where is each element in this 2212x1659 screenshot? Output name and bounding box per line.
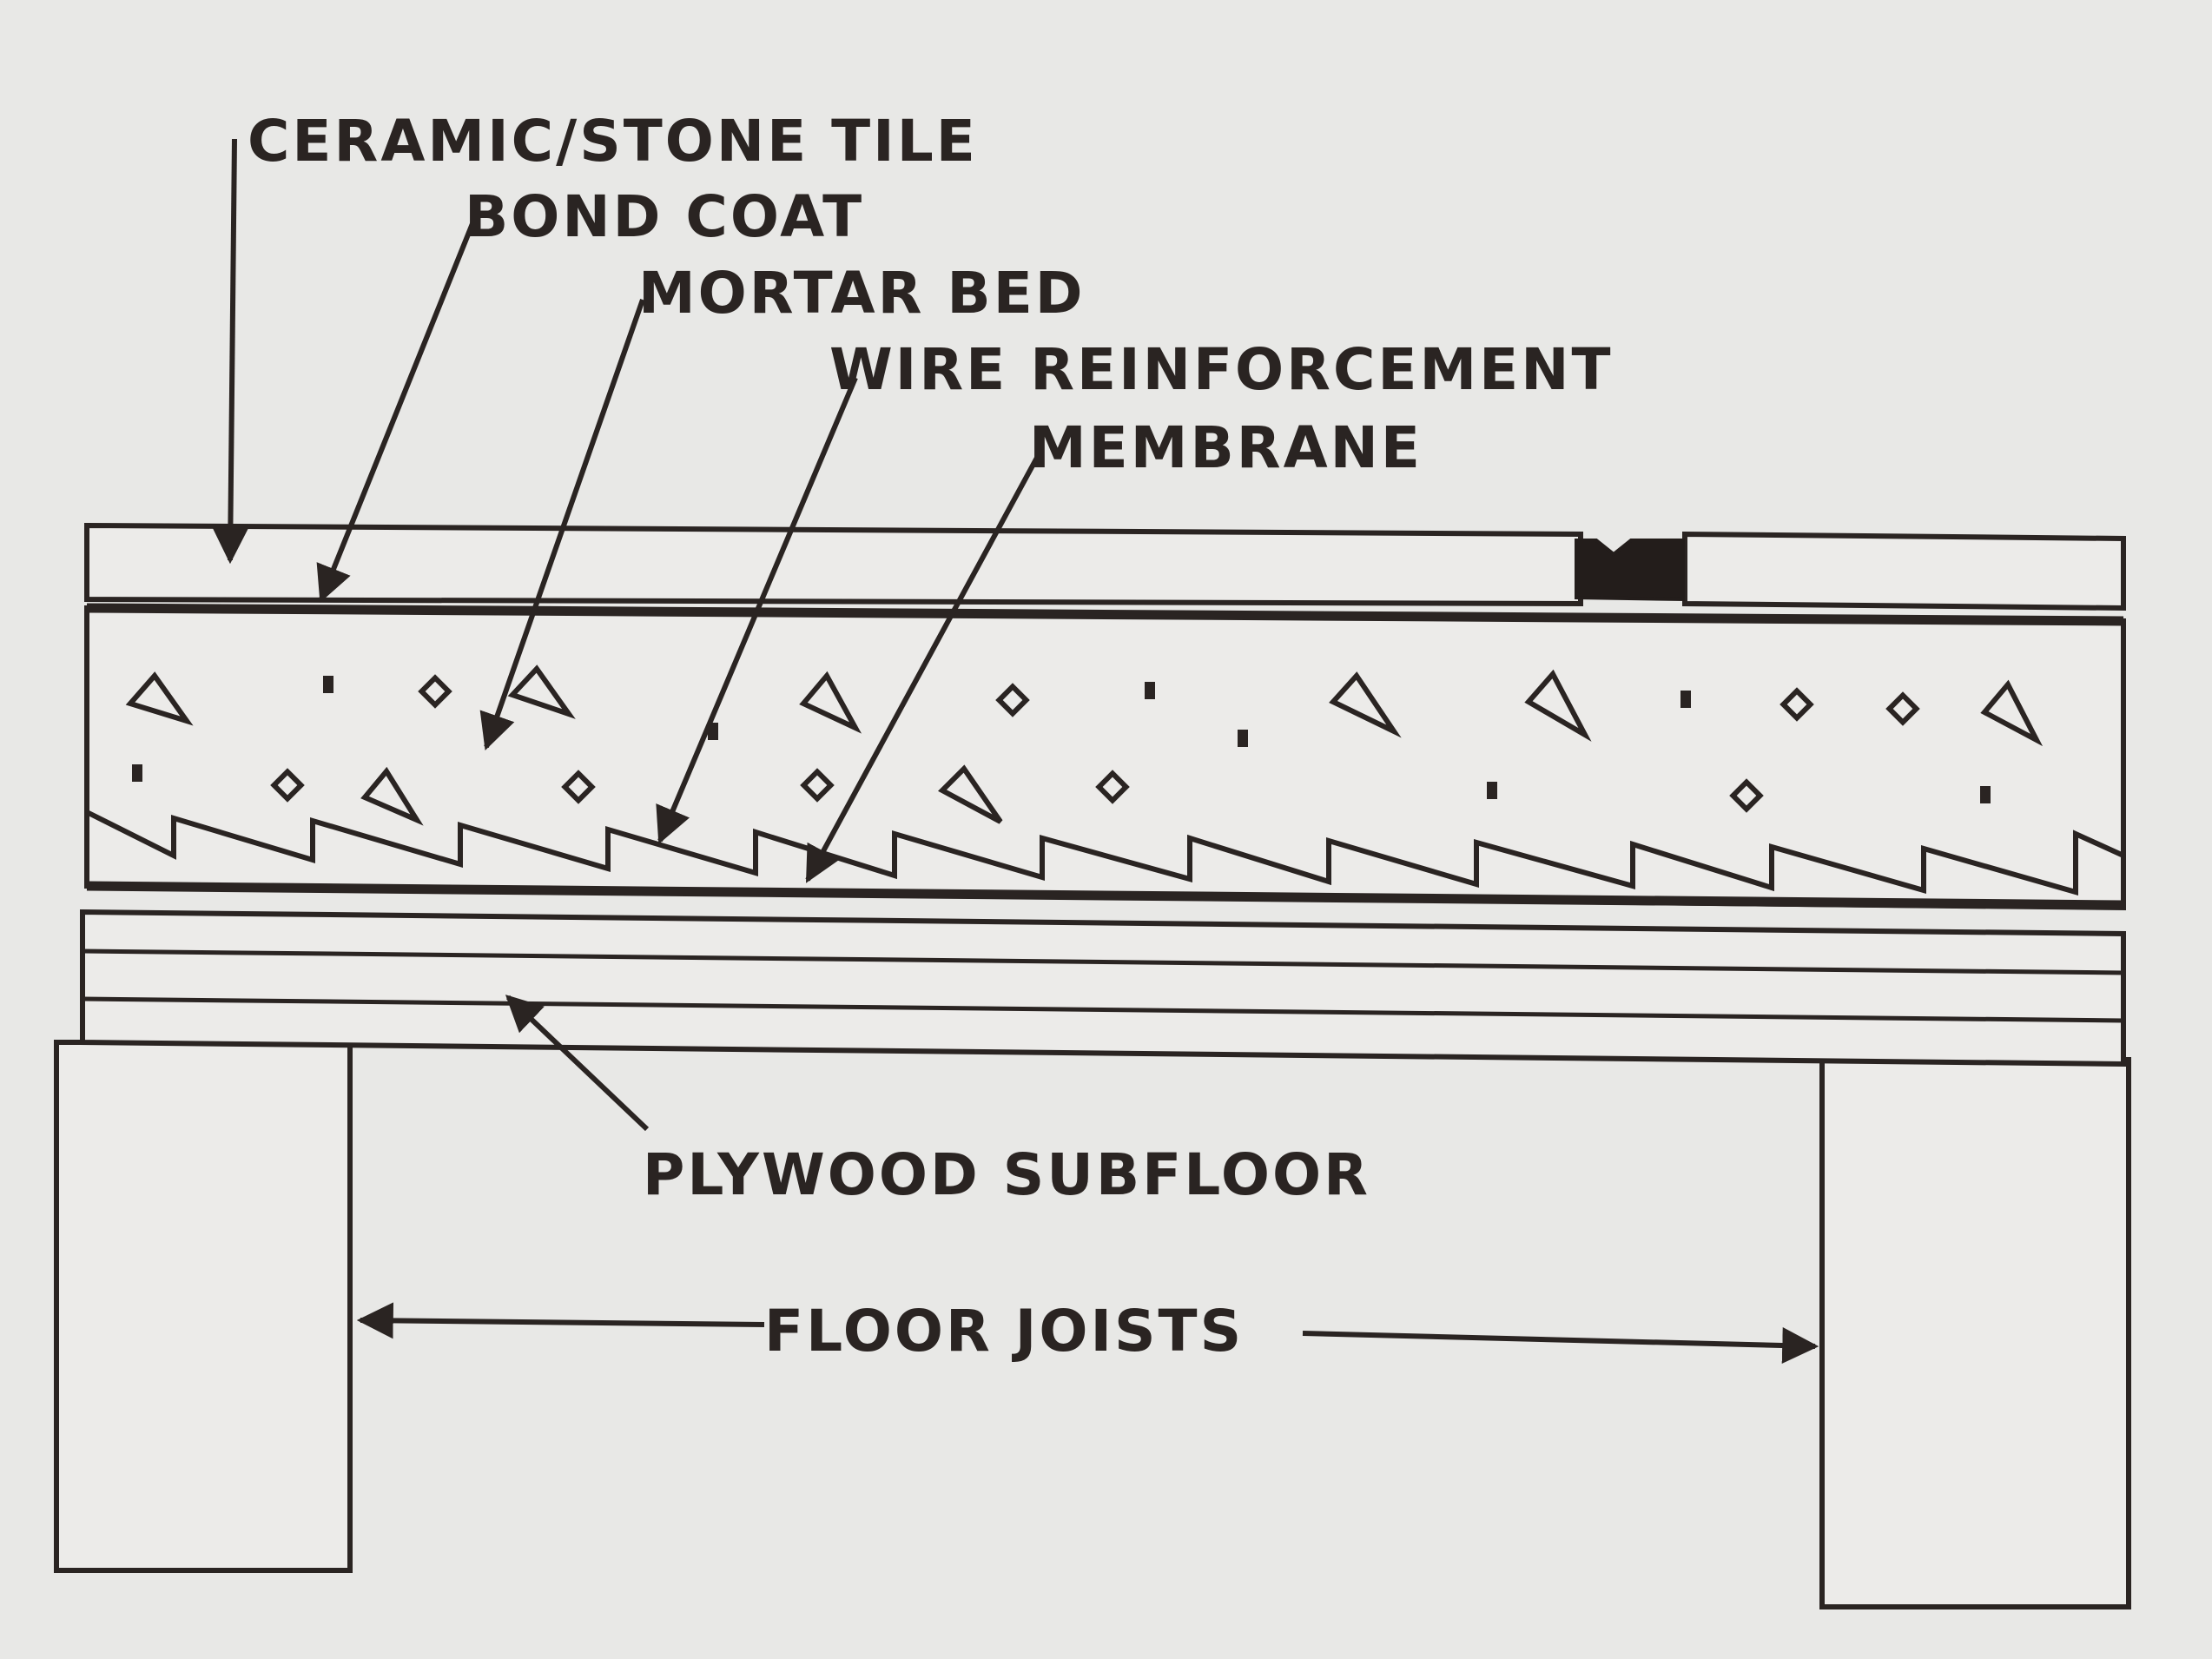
bond-coat-label: BOND COAT xyxy=(465,183,864,250)
joists-right-arrow xyxy=(1302,1327,1819,1365)
plywood-subfloor-label: PLYWOOD SUBFLOOR xyxy=(643,1141,1370,1208)
right-floor-joist xyxy=(1819,1057,2131,1609)
mortar-bed-leader-arrow xyxy=(479,299,645,750)
wire-leader-arrow xyxy=(656,376,858,844)
bond-coat-leader-arrow xyxy=(316,220,476,603)
membrane-label: MEMBRANE xyxy=(1029,414,1423,481)
membrane-line xyxy=(86,881,2124,910)
leader-arrows xyxy=(212,138,1819,1365)
floor-joists-label: FLOOR JOISTS xyxy=(764,1298,1244,1365)
grout-joint xyxy=(1575,539,1685,602)
bond-coat-line xyxy=(86,603,2124,626)
mortar-bed-label: MORTAR BED xyxy=(638,260,1086,327)
mortar-aggregate xyxy=(125,664,2044,826)
ceramic-stone-tile-left xyxy=(84,522,1583,607)
membrane-leader-arrow xyxy=(805,454,1040,883)
tile-label: CERAMIC/STONE TILE xyxy=(248,108,978,175)
wire-reinforcement-label: WIRE REINFORCEMENT xyxy=(829,336,1614,403)
ceramic-stone-tile-right xyxy=(1682,531,2126,611)
joists-left-arrow xyxy=(356,1302,765,1339)
subfloor-leader-arrow xyxy=(505,995,650,1132)
wire-reinforcement xyxy=(85,810,2125,896)
left-floor-joist xyxy=(54,1040,353,1573)
mortar-grit xyxy=(132,676,1991,803)
tile-leader-arrow xyxy=(212,138,249,565)
plywood-subfloor xyxy=(80,909,2126,1067)
